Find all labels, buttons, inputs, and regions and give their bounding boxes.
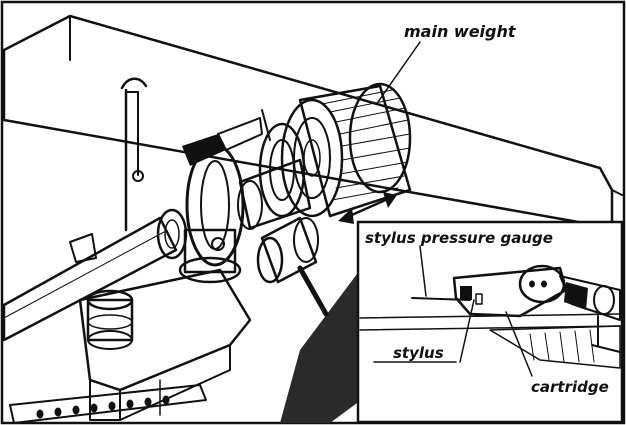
label-cartridge: cartridge: [531, 378, 609, 396]
adjustment-arrow: [338, 192, 397, 224]
cartridge-body: [452, 266, 568, 318]
label-stylus: stylus: [393, 344, 444, 362]
stylus-leader: [459, 299, 475, 363]
tonearm-tube: [2, 208, 188, 342]
label-main-weight: main weight: [404, 22, 517, 41]
side-weight: [256, 216, 329, 317]
main-weight-leader: [377, 41, 421, 103]
pivot-gimbal: [178, 109, 271, 284]
main-weight: [280, 82, 412, 218]
gauge-leader: [419, 245, 427, 297]
label-stylus-pressure-gauge: stylus pressure gauge: [365, 229, 553, 247]
inset-panel: [356, 220, 624, 424]
arm-lift-post: [120, 77, 148, 232]
tonearm-base: [9, 268, 252, 424]
cartridge-leader: [505, 311, 533, 377]
